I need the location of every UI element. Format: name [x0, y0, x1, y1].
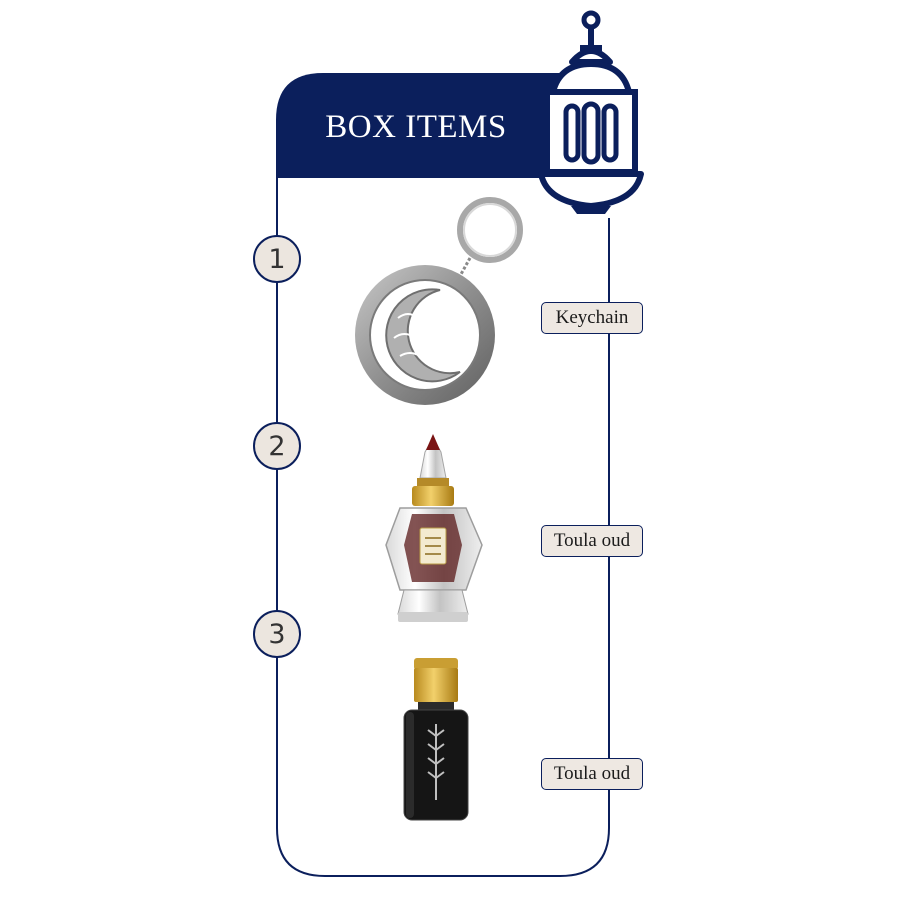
item-label: Toula oud	[541, 758, 643, 790]
item-number-badge: 2	[253, 422, 301, 470]
crescent-keychain-image	[355, 197, 523, 405]
item-label: Toula oud	[541, 525, 643, 557]
page-title: BOX ITEMS	[325, 108, 507, 145]
item-number-badge: 3	[253, 610, 301, 658]
crystal-perfume-bottle-image	[385, 434, 483, 622]
item-number-badge: 1	[253, 235, 301, 283]
black-oud-oil-bottle-image	[403, 658, 469, 821]
item-label: Keychain	[541, 302, 643, 334]
lantern-icon	[538, 10, 644, 214]
